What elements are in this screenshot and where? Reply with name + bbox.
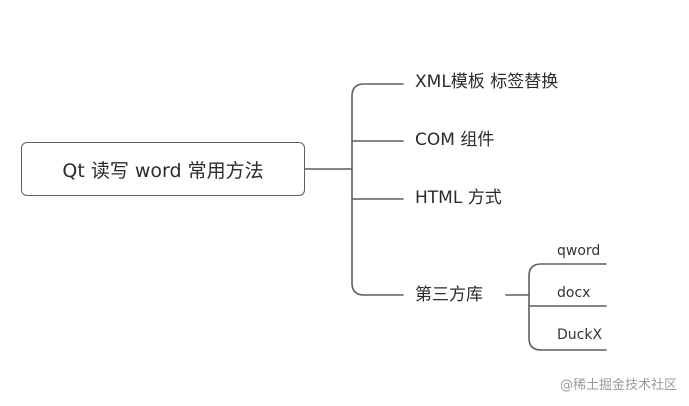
branch-com-component[interactable]: COM 组件	[415, 130, 495, 150]
watermark-text: @稀土掘金技术社区	[559, 378, 677, 393]
branch-xml-template[interactable]: XML模板 标签替换	[415, 72, 559, 92]
branch-html-method[interactable]: HTML 方式	[415, 188, 502, 208]
branch-third-party-libs[interactable]: 第三方库	[415, 285, 483, 305]
root-node-label: Qt 读写 word 常用方法	[62, 159, 264, 182]
leaf-qword[interactable]: qword	[557, 243, 601, 259]
sub-trunk	[528, 263, 607, 351]
leaf-duckx[interactable]: DuckX	[557, 327, 603, 343]
main-trunk	[351, 83, 404, 296]
leaf-docx[interactable]: docx	[557, 285, 591, 301]
root-node[interactable]: Qt 读写 word 常用方法	[21, 142, 305, 196]
